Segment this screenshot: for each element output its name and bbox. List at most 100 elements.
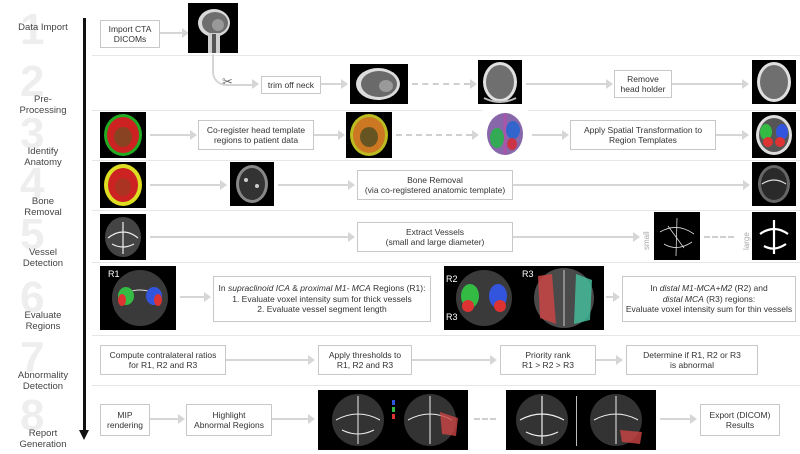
determine-label: Determine if R1, R2 or R3 is abnormal (643, 349, 741, 371)
stage-vessel-detection: 5 Vessel Detection (0, 213, 86, 270)
sagittal-ct-image (188, 3, 238, 53)
stage-label: Evaluate Regions (24, 310, 62, 332)
arrow-line (150, 134, 190, 136)
small-vessels-image (654, 212, 700, 260)
arrow-tip (178, 414, 185, 424)
evaluate-r2-line2: distal MCA (R3) regions: (663, 294, 756, 305)
determine-box: Determine if R1, R2 or R3 is abnormal (626, 345, 758, 375)
arrow-tip (308, 355, 315, 365)
arrow-line (180, 296, 204, 298)
arrow-tip (613, 292, 620, 302)
stage-number: 8 (20, 391, 45, 440)
arrow-line (321, 83, 341, 85)
stage-evaluate-regions: 6 Evaluate Regions (0, 276, 86, 333)
arrow-line (160, 32, 182, 34)
bone-removal-box: Bone Removal (via co-registered anatomic… (357, 170, 513, 200)
stage-label: Pre- Processing (19, 94, 67, 116)
arrow-tip (252, 79, 259, 89)
arrow-line (272, 418, 308, 420)
coregister-label: Co-register head template regions to pat… (206, 124, 306, 146)
arrow-tip (562, 130, 569, 140)
transformed-regions-image (752, 112, 796, 158)
evaluate-r1-box: In supraclinoid ICA & proximal M1- MCA R… (213, 276, 431, 322)
arrow-dashed (474, 418, 496, 420)
arrow-dashed (704, 236, 734, 238)
stage-label: Vessel Detection (22, 247, 64, 269)
evaluate-r1-line2: 1. Evaluate voxel intensity sum for thic… (232, 293, 412, 304)
import-cta-box: Import CTA DICOMs (100, 20, 160, 48)
stage-number: 7 (20, 333, 45, 382)
axial-ct-image (478, 60, 522, 104)
arrow-tip (190, 130, 197, 140)
r1-label: R1 (108, 269, 120, 279)
template-overlay-image (100, 112, 146, 158)
text-italic: distal MCA (662, 293, 704, 304)
arrow-line (526, 83, 606, 85)
priority-label: Priority rank R1 > R2 > R3 (522, 349, 574, 371)
extract-vessels-box: Extract Vessels (small and large diamete… (357, 222, 513, 252)
arrow-tip (341, 79, 348, 89)
arrow-line (606, 296, 614, 298)
apply-spatial-box: Apply Spatial Transformation to Region T… (570, 120, 716, 150)
trim-neck-box: trim off neck (261, 76, 321, 94)
arrow-line (412, 359, 490, 361)
trim-neck-label: trim off neck (267, 79, 315, 90)
stage-label: Data Import (18, 22, 68, 33)
text: In (650, 283, 660, 294)
trimmed-sagittal-image (350, 64, 408, 104)
row-separator (92, 160, 800, 161)
row-separator (92, 210, 800, 211)
row-separator (92, 262, 800, 263)
arrow-tip (348, 232, 355, 242)
arrow-dashed (396, 134, 472, 136)
arrow-tip (690, 414, 697, 424)
bone-removed-result-image (752, 162, 796, 206)
text: & (289, 283, 301, 294)
text: In (218, 283, 228, 294)
coregister-box: Co-register head template regions to pat… (198, 120, 314, 150)
highlight-box: Highlight Abnormal Regions (186, 404, 272, 436)
arrow-line (150, 418, 178, 420)
remove-holder-label: Remove head holder (620, 73, 666, 95)
arrow-line (150, 236, 348, 238)
arrow-tip (348, 180, 355, 190)
stage-label: Abnormality Detection (17, 370, 69, 392)
bone-overlay-image (100, 162, 146, 208)
scissors-icon: ✂ (222, 74, 233, 89)
row-separator (92, 110, 800, 111)
arrow-tip (633, 232, 640, 242)
coregistered-image (346, 112, 392, 158)
arrow-tip (308, 414, 315, 424)
row-separator (92, 55, 800, 56)
mip-box: MIP rendering (100, 404, 150, 436)
remove-holder-box: Remove head holder (614, 70, 672, 98)
arrow-line (278, 184, 348, 186)
arrow-tip (606, 79, 613, 89)
text: (R2) and (732, 283, 768, 294)
stage-number: 4 (20, 159, 45, 208)
text: (R3) regions: (703, 293, 756, 304)
arrow-line (513, 236, 633, 238)
stage-pre-processing: 2 Pre- Processing (0, 60, 86, 117)
arrow-tip (742, 79, 749, 89)
arrow-tip (470, 79, 477, 89)
stage-number: 6 (20, 273, 45, 322)
stage-bone-removal: 4 Bone Removal (0, 162, 86, 219)
evaluate-r2-r3-box: In distal M1-MCA+M2 (R2) and distal MCA … (622, 276, 796, 322)
bone-removed-image (230, 162, 274, 206)
export-box: Export (DICOM) Results (700, 404, 780, 436)
large-label: large (742, 232, 751, 250)
r3-region-image: R3 (518, 266, 604, 330)
arrow-tip (220, 180, 227, 190)
stage-label: Bone Removal (24, 196, 62, 218)
timeline-arrowhead (79, 430, 89, 440)
report-image-1 (318, 390, 468, 450)
vessel-input-image (100, 214, 146, 260)
r3-label: R3 (522, 269, 534, 279)
arrow-tip (743, 180, 750, 190)
bone-removal-label: Bone Removal (via co-registered anatomic… (364, 174, 506, 196)
arrow-tip (204, 292, 211, 302)
text-italic: proximal M1- MCA (300, 283, 371, 294)
priority-box: Priority rank R1 > R2 > R3 (500, 345, 596, 375)
contralateral-label: Compute contralateral ratios for R1, R2 … (109, 349, 217, 371)
